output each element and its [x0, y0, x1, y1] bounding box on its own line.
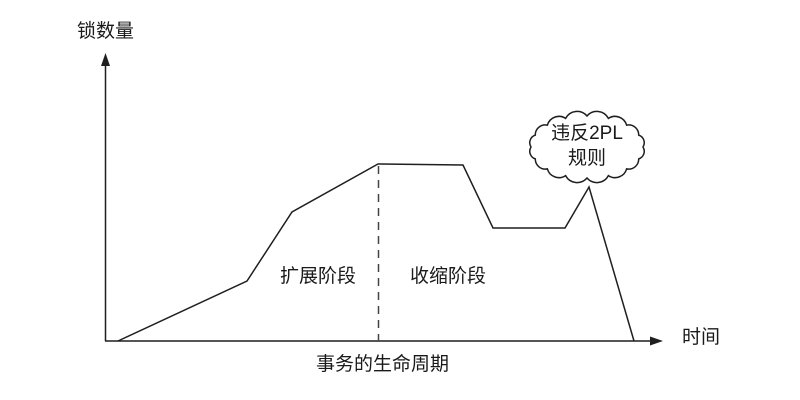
expanding-phase-label: 扩展阶段 — [280, 266, 357, 287]
y-axis-arrowhead-icon — [101, 53, 110, 66]
cloud-callout-shape — [529, 110, 645, 184]
cloud-callout-line1: 违反2PL — [551, 123, 623, 144]
shrinking-phase-label: 收缩阶段 — [410, 266, 487, 287]
x-axis-label: 时间 — [682, 327, 721, 348]
x-axis-caption: 事务的生命周期 — [316, 354, 450, 375]
x-axis-arrowhead-icon — [650, 336, 663, 346]
lock-count-curve — [117, 163, 635, 342]
cloud-callout-text: 违反2PL 规则 — [531, 121, 643, 171]
y-axis-label: 锁数量 — [77, 21, 135, 42]
cloud-callout-line2: 规则 — [567, 148, 606, 169]
